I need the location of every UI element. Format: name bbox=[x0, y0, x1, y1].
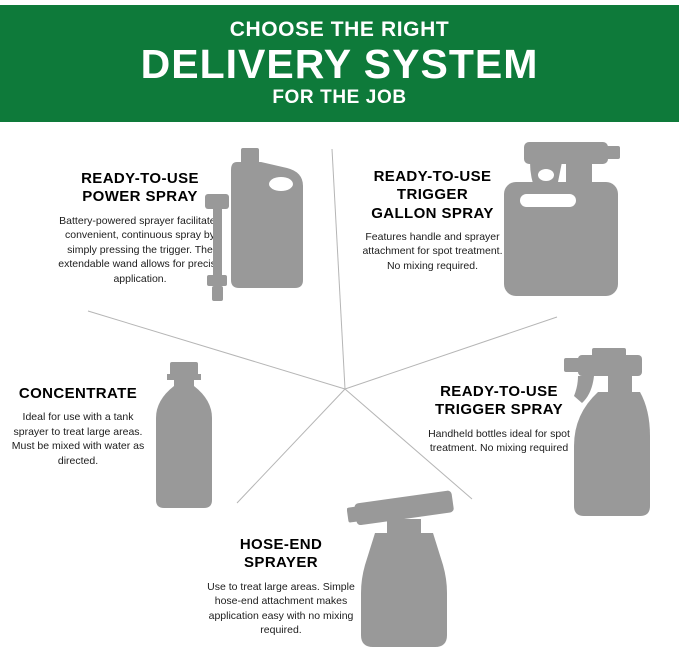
connector-line-bottom-left bbox=[236, 388, 346, 504]
connector-line-right bbox=[344, 316, 558, 390]
gallon-trigger-sprayer-icon bbox=[496, 140, 626, 300]
section-description: Features handle and sprayer attachment f… bbox=[362, 230, 503, 272]
section-trigger-spray: READY-TO-USE TRIGGER SPRAY Handheld bott… bbox=[424, 383, 574, 456]
power-sprayer-icon bbox=[203, 148, 313, 303]
section-hose-end-sprayer: HOSE-END SPRAYER Use to treat large area… bbox=[195, 536, 367, 638]
section-description: Ideal for use with a tank sprayer to tre… bbox=[11, 411, 145, 467]
section-concentrate: CONCENTRATE Ideal for use with a tank sp… bbox=[8, 385, 148, 468]
section-trigger-gallon-spray: READY-TO-USE TRIGGER GALLON SPRAY Featur… bbox=[360, 168, 505, 273]
section-description: Handheld bottles ideal for spot treatmen… bbox=[428, 427, 570, 455]
section-title: READY-TO-USE TRIGGER GALLON SPRAY bbox=[371, 168, 494, 222]
section-power-spray: READY-TO-USE POWER SPRAY Battery-powered… bbox=[56, 170, 224, 286]
section-title: READY-TO-USE POWER SPRAY bbox=[81, 170, 199, 206]
connector-line-top bbox=[331, 148, 346, 390]
section-description: Battery-powered sprayer facilitates conv… bbox=[58, 214, 222, 285]
header-subtitle-top: CHOOSE THE RIGHT bbox=[229, 18, 450, 42]
trigger-spray-bottle-icon bbox=[562, 348, 655, 520]
header-title: DELIVERY SYSTEM bbox=[140, 41, 539, 88]
section-title: HOSE-END SPRAYER bbox=[239, 536, 323, 572]
concentrate-bottle-icon bbox=[150, 362, 218, 512]
section-title: READY-TO-USE TRIGGER SPRAY bbox=[434, 383, 563, 419]
header-subtitle-bottom: FOR THE JOB bbox=[272, 86, 407, 108]
header-banner: CHOOSE THE RIGHT DELIVERY SYSTEM FOR THE… bbox=[0, 5, 679, 122]
hose-end-sprayer-icon bbox=[347, 483, 459, 653]
section-description: Use to treat large areas. Simple hose-en… bbox=[207, 580, 355, 637]
section-title: CONCENTRATE bbox=[18, 385, 138, 402]
